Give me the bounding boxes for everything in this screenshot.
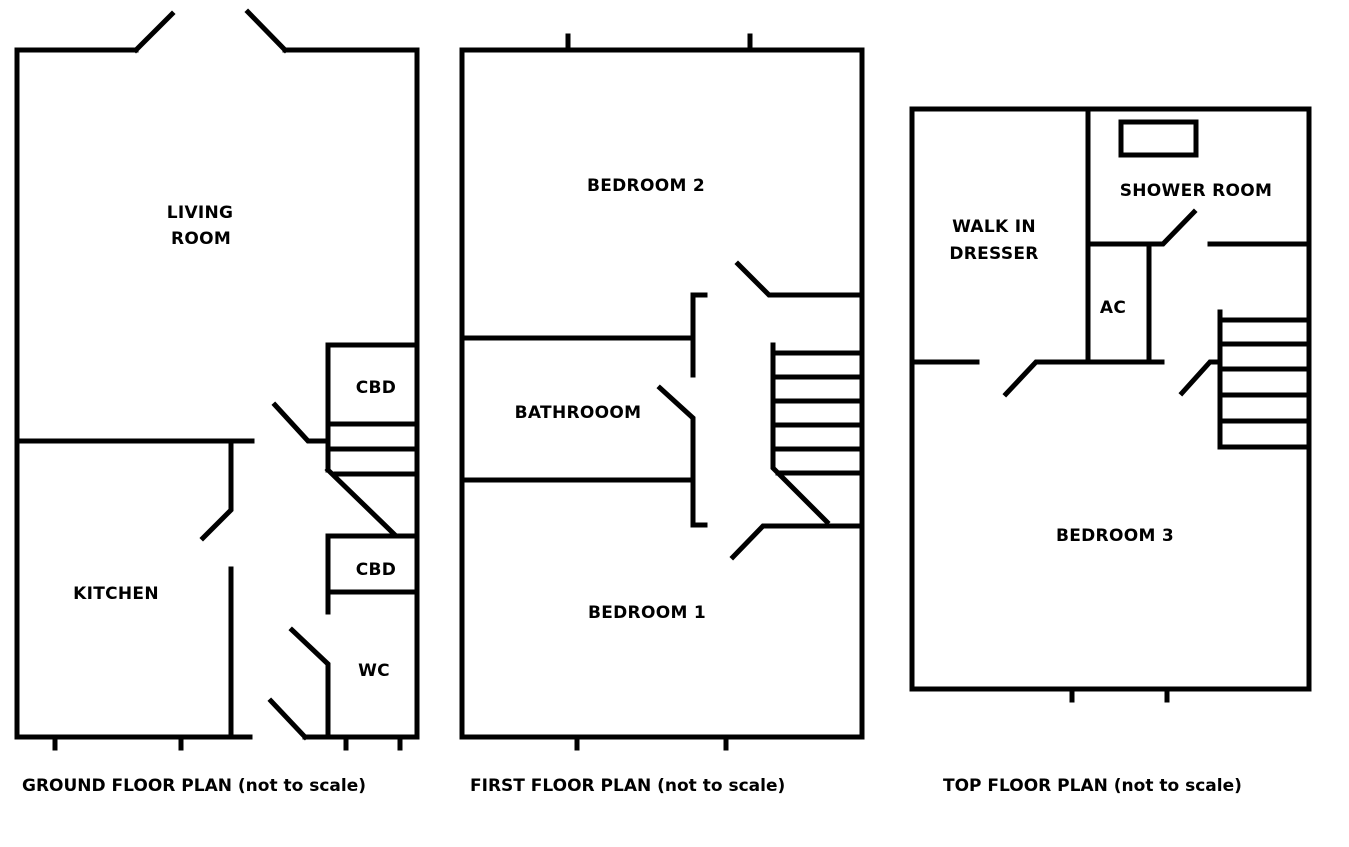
top-floor-caption: TOP FLOOR PLAN (not to scale) <box>943 776 1242 796</box>
room-label-living: ROOM <box>171 229 231 249</box>
front-door-left-leaf <box>132 10 176 54</box>
bedroom1-door <box>729 523 865 561</box>
bathroom-door <box>656 384 708 528</box>
top-floor-plan: WALK IN DRESSER SHOWER ROOM AC BEDROOM 3… <box>909 106 1312 796</box>
back-door-leaf <box>267 697 309 741</box>
first-floor-plan: BEDROOM 2 BATHROOOM BEDROOM 1 FIRST FLOO… <box>459 33 865 796</box>
hall-cupboard-door <box>271 401 331 444</box>
ground-floor-walls <box>14 8 420 751</box>
top-floor-walls <box>909 106 1312 703</box>
outer-wall <box>909 106 1312 692</box>
room-label-cbd-upper: CBD <box>356 378 396 398</box>
room-label-bathroom: BATHROOOM <box>515 403 642 423</box>
kitchen-door <box>199 438 234 542</box>
dresser-door <box>1002 359 1165 398</box>
shower-room-door <box>1085 208 1198 247</box>
room-label-bedroom-3: BEDROOM 3 <box>1056 526 1174 546</box>
room-label-bedroom-2: BEDROOM 2 <box>587 176 705 196</box>
room-label-kitchen: KITCHEN <box>73 584 159 604</box>
cbd-lower-wall <box>325 533 420 615</box>
stair-diagonal <box>324 466 398 538</box>
room-label-walk-in: WALK IN <box>952 217 1036 237</box>
outer-wall <box>459 47 865 740</box>
ground-floor-plan: LIVING ROOM CBD CBD KITCHEN WC GROUND FL… <box>14 8 420 796</box>
room-label-living: LIVING <box>167 203 234 223</box>
room-label-wc: WC <box>358 661 390 681</box>
bedroom2-door <box>734 260 865 298</box>
bedroom2-corridor-wall <box>690 292 708 378</box>
landing-door <box>1178 359 1223 397</box>
stair-stringer <box>1217 309 1312 450</box>
ground-floor-caption: GROUND FLOOR PLAN (not to scale) <box>22 776 366 796</box>
front-door-right-leaf <box>244 8 289 54</box>
stair-stringer <box>770 342 831 526</box>
outer-wall-left <box>14 47 253 740</box>
first-floor-caption: FIRST FLOOR PLAN (not to scale) <box>470 776 785 796</box>
first-floor-walls <box>459 33 865 751</box>
room-label-ac: AC <box>1100 298 1126 318</box>
room-label-bedroom-1: BEDROOM 1 <box>588 603 706 623</box>
room-label-dresser: DRESSER <box>949 244 1038 264</box>
outer-wall-right <box>282 47 420 740</box>
shower-tray-icon <box>1118 119 1199 158</box>
wc-door <box>288 626 331 740</box>
cbd-upper-wall <box>325 342 420 473</box>
room-label-cbd-lower: CBD <box>356 560 396 580</box>
room-label-shower-room: SHOWER ROOM <box>1120 181 1273 201</box>
